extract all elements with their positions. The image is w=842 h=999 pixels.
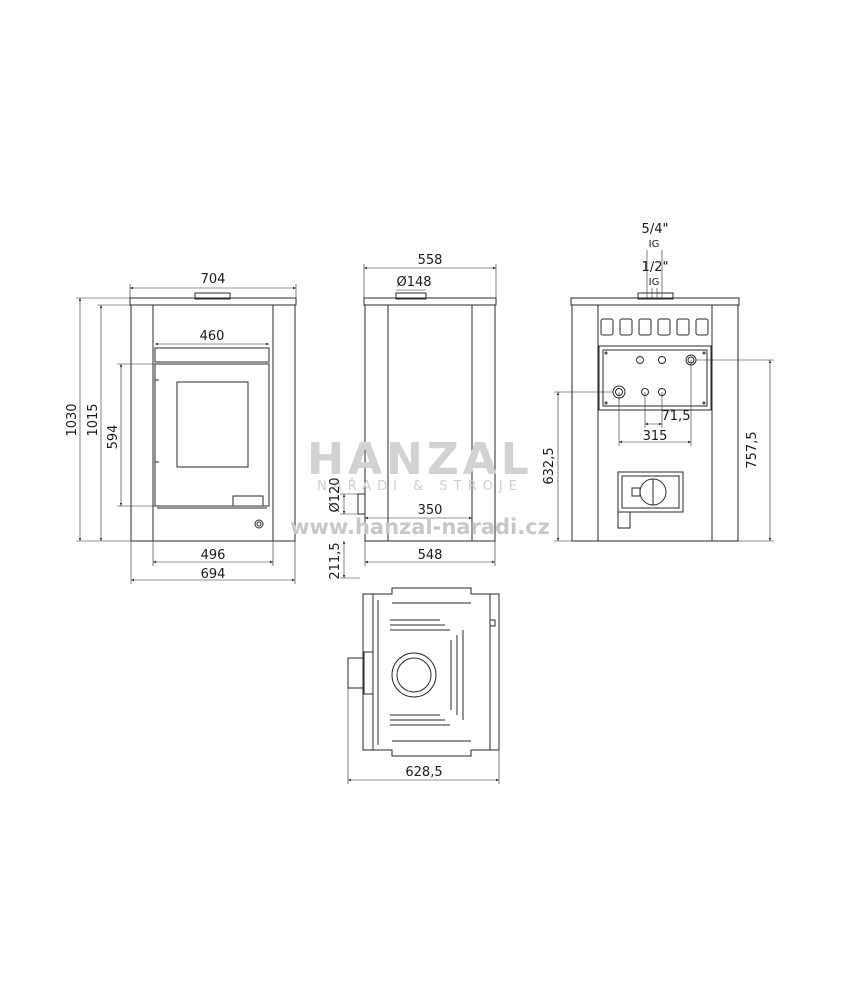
label-front-base-width: 496 <box>201 548 226 563</box>
label-side-inlet-diameter: Ø120 <box>328 477 343 512</box>
side-view <box>357 292 497 542</box>
label-side-base-depth: 548 <box>418 548 443 563</box>
rear-view <box>570 292 740 542</box>
label-rear-height-upper: 757,5 <box>745 431 760 468</box>
label-side-top-depth: 558 <box>418 253 443 268</box>
label-front-top-width: 704 <box>201 272 226 287</box>
label-rear-pipe-lower-thread: IG <box>649 277 660 288</box>
side-dimension-lines <box>340 264 497 579</box>
label-rear-pipe-upper: 5/4" <box>642 222 669 237</box>
label-side-flue-diameter: Ø148 <box>396 275 431 290</box>
plan-view <box>347 587 500 757</box>
label-front-door-width: 460 <box>200 329 225 344</box>
watermark-brand: HANZAL <box>307 434 533 485</box>
label-front-total-height: 1030 <box>65 403 80 436</box>
front-view <box>129 292 297 542</box>
watermark-url: www.hanzal-naradi.cz <box>290 515 550 539</box>
plan-dimension-lines <box>347 688 500 784</box>
label-front-overall-width: 694 <box>201 567 226 582</box>
label-front-body-height: 1015 <box>86 403 101 436</box>
label-rear-spacing-small: 71,5 <box>662 409 691 424</box>
label-rear-spacing-wide: 315 <box>643 429 668 444</box>
label-rear-height-lower: 632,5 <box>542 447 557 484</box>
label-front-door-height: 594 <box>106 425 121 450</box>
watermark: HANZAL NÁŘADÍ & STROJE www.hanzal-naradi… <box>290 434 550 539</box>
rear-dimension-lines <box>554 250 774 542</box>
watermark-tagline: NÁŘADÍ & STROJE <box>317 478 523 494</box>
label-rear-pipe-lower: 1/2" <box>642 260 669 275</box>
dimension-labels: 704 1030 1015 594 460 496 694 558 Ø148 Ø… <box>65 222 760 780</box>
front-dimension-lines <box>76 284 297 584</box>
label-side-inlet-height: 211,5 <box>328 542 343 579</box>
label-side-inlet-offset: 350 <box>418 503 443 518</box>
label-plan-width: 628,5 <box>405 765 442 780</box>
label-rear-pipe-upper-thread: IG <box>649 239 660 250</box>
